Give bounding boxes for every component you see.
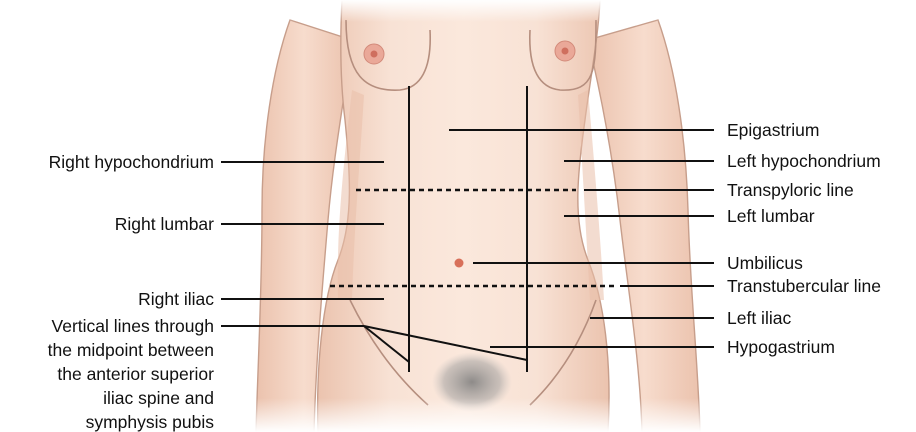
label-vertical-lines-2: the midpoint between <box>48 340 214 360</box>
label-vertical-lines-3: the anterior superior <box>57 364 214 384</box>
label-vertical-lines-1: Vertical lines through <box>52 316 214 336</box>
labels-left: Right hypochondrium Right lumbar Right i… <box>48 152 215 432</box>
label-right-lumbar: Right lumbar <box>115 214 214 234</box>
umbilicus-mark <box>455 259 464 268</box>
label-epigastrium: Epigastrium <box>727 120 819 140</box>
bottom-fade <box>240 398 720 432</box>
label-left-hypochondrium: Left hypochondrium <box>727 151 881 171</box>
top-fade <box>240 0 720 22</box>
label-hypogastrium: Hypogastrium <box>727 337 835 357</box>
label-right-iliac: Right iliac <box>138 289 214 309</box>
label-vertical-lines-5: symphysis pubis <box>86 412 215 432</box>
right-nipple-center <box>371 51 378 58</box>
label-right-hypochondrium: Right hypochondrium <box>49 152 214 172</box>
label-transtubercular-line: Transtubercular line <box>727 276 881 296</box>
label-transpyloric-line: Transpyloric line <box>727 180 854 200</box>
labels-right: Epigastrium Left hypochondrium Transpylo… <box>727 120 881 357</box>
label-umbilicus: Umbilicus <box>727 253 803 273</box>
left-nipple-center <box>562 48 569 55</box>
label-left-lumbar: Left lumbar <box>727 206 815 226</box>
label-vertical-lines-4: iliac spine and <box>103 388 214 408</box>
label-left-iliac: Left iliac <box>727 308 791 328</box>
